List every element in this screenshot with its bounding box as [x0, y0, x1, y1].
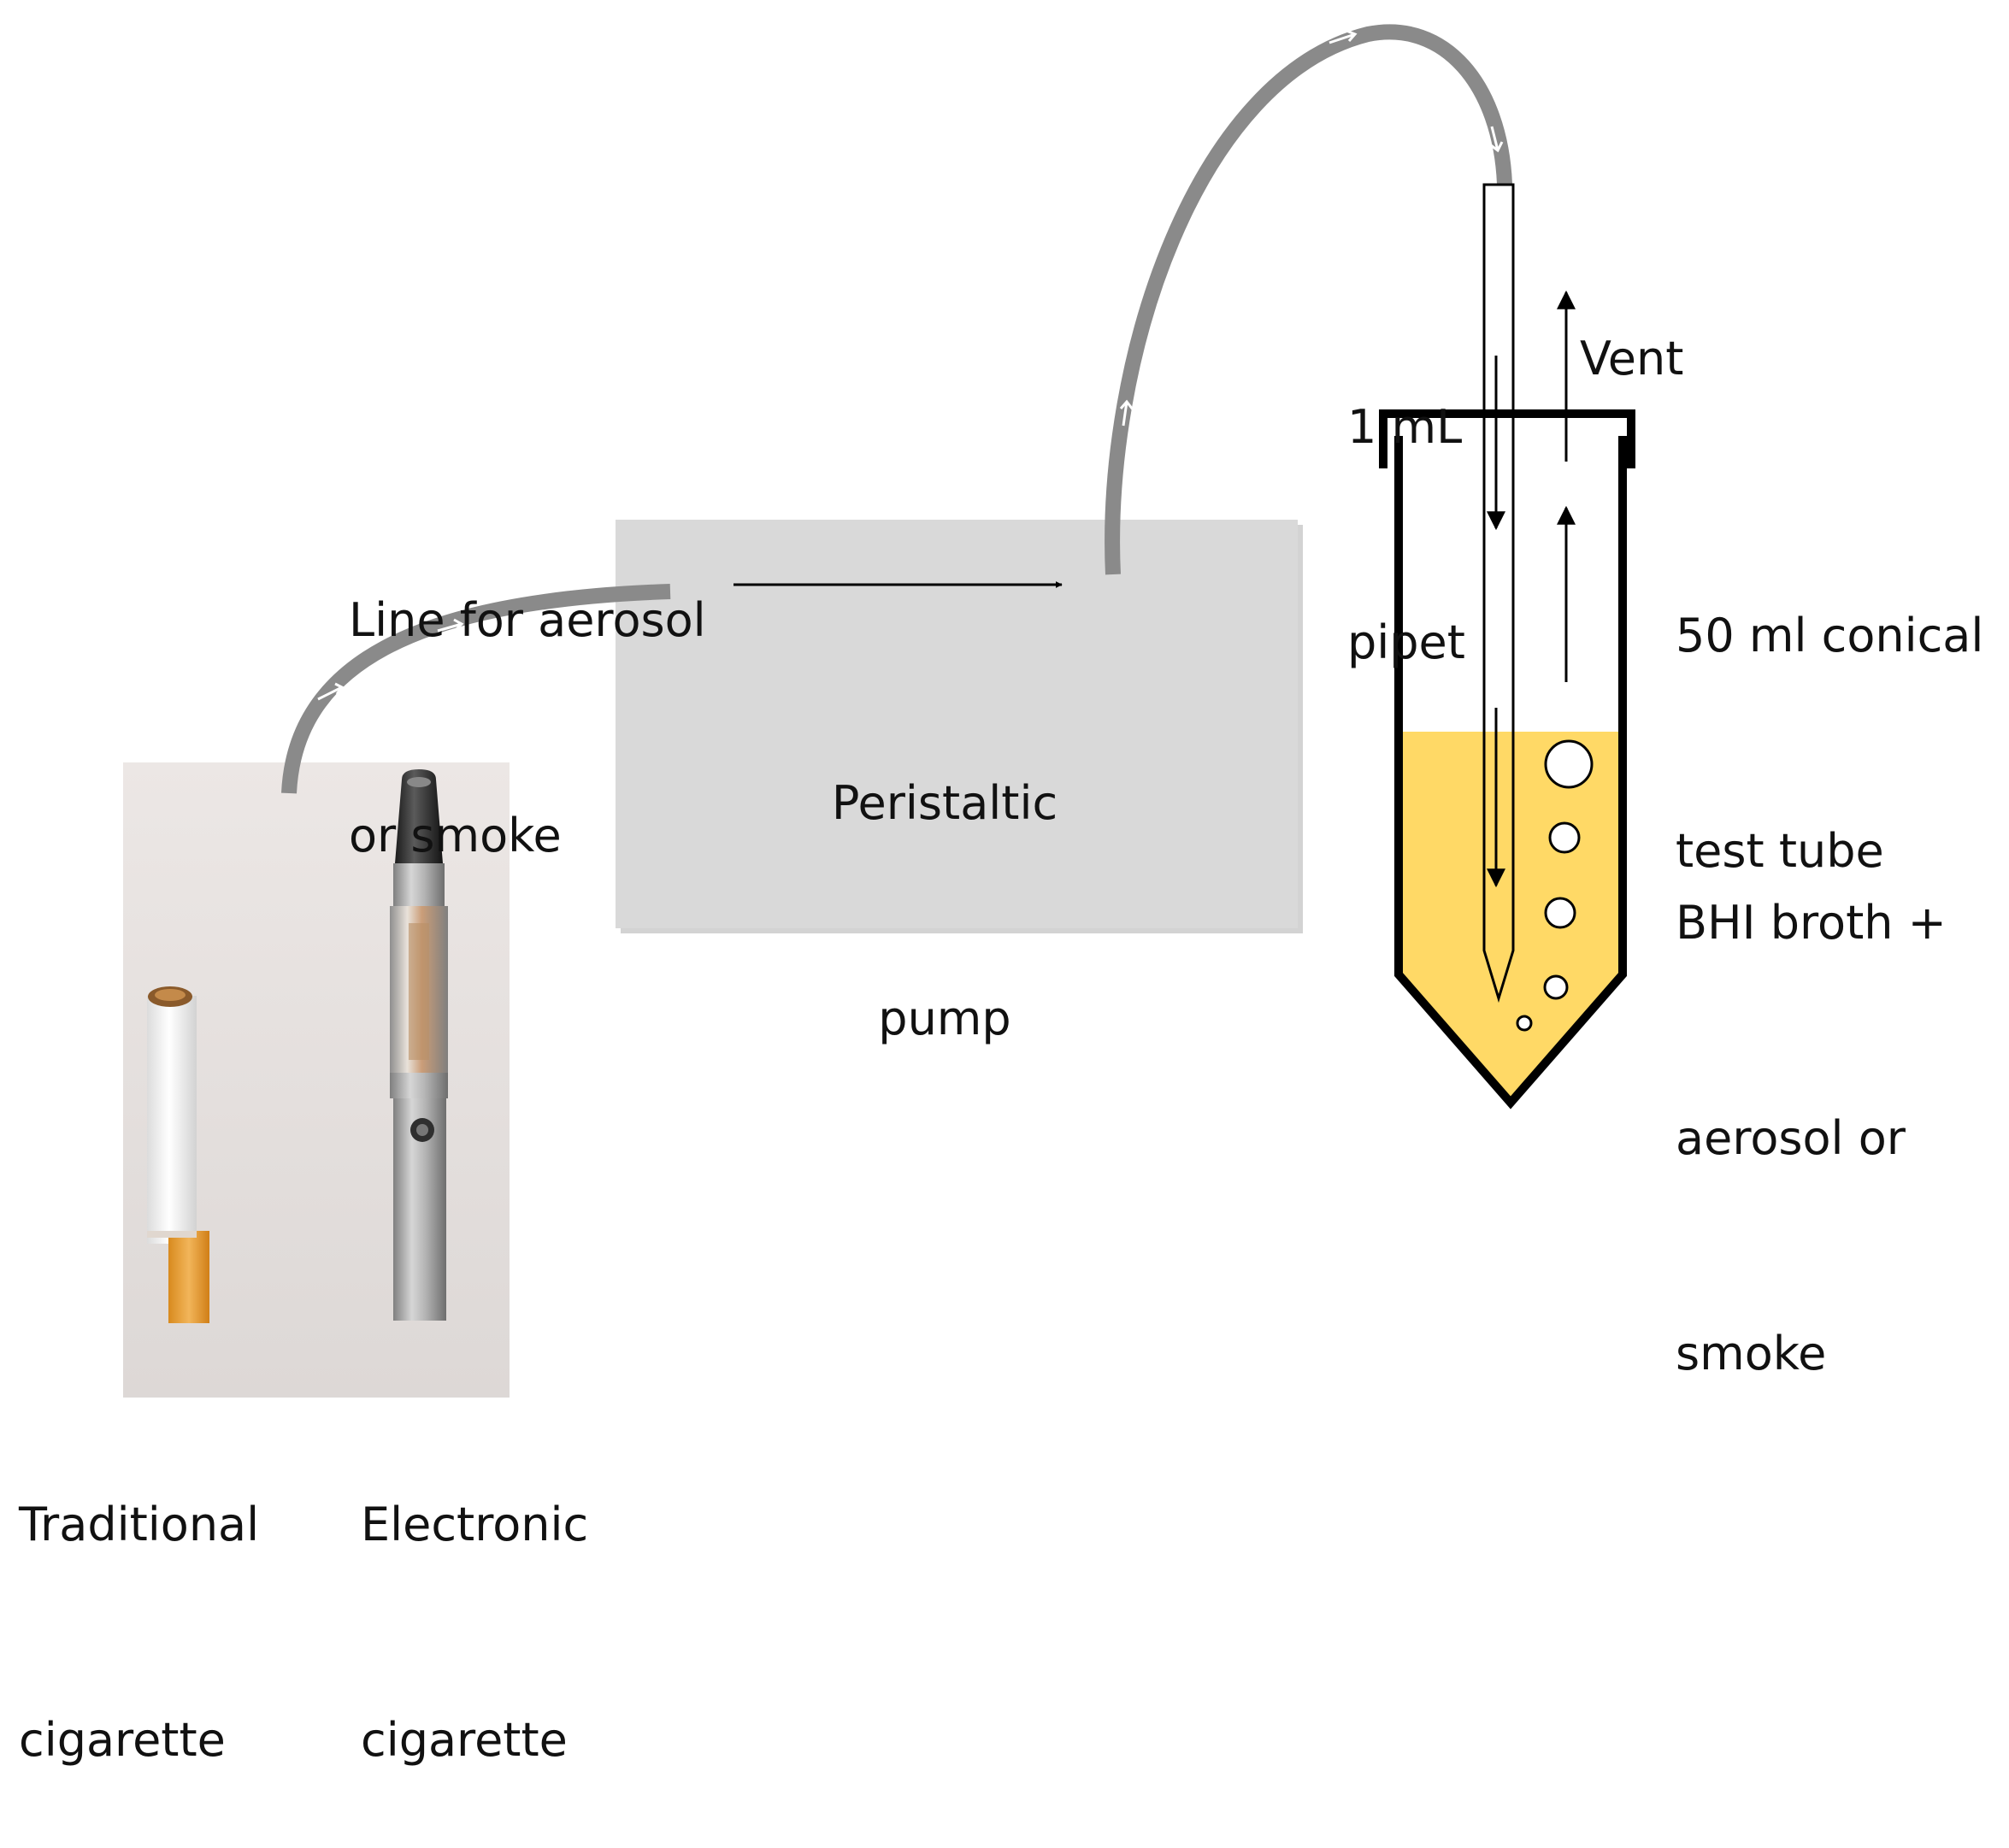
- traditional-cigarette-label: Traditional cigarette: [19, 1345, 259, 1848]
- pipet-label: 1 mL pipet: [1347, 248, 1465, 750]
- pipet-label-2: pipet: [1347, 615, 1465, 669]
- pump-label-1: Peristaltic: [831, 776, 1058, 830]
- tubing-to-pump: [281, 584, 671, 794]
- electronic-label-2: cigarette: [361, 1713, 568, 1767]
- tube-outline: [1394, 436, 1627, 1109]
- vent-label: Vent: [1580, 332, 1684, 385]
- pipet-label-1: 1 mL: [1347, 400, 1463, 454]
- tube-label-2: test tube: [1676, 824, 1884, 878]
- broth-label-1: BHI broth +: [1676, 896, 1947, 950]
- electronic-cigarette-image: [390, 769, 448, 1321]
- pump-label-2: pump: [878, 992, 1011, 1045]
- peristaltic-pump-box: [616, 520, 1303, 933]
- electronic-label-1: Electronic: [361, 1498, 589, 1551]
- conical-test-tube: [1379, 409, 1635, 1109]
- tube-label-1: 50 ml conical: [1676, 609, 1984, 662]
- traditional-label-1: Traditional: [19, 1498, 260, 1551]
- pipet: [1482, 183, 1515, 1003]
- traditional-cigarette-image: [147, 986, 209, 1323]
- line-label: Line for aerosol or smoke: [349, 441, 706, 944]
- broth-label-2: aerosol or: [1676, 1111, 1906, 1165]
- tubing-to-pipet: [1105, 24, 1512, 575]
- tube-cap: [1379, 409, 1635, 468]
- broth-label-3: smoke: [1676, 1327, 1827, 1380]
- line-label-2: or smoke: [349, 809, 562, 862]
- broth-label: BHI broth + aerosol or smoke: [1676, 744, 1947, 1462]
- line-label-1: Line for aerosol: [349, 593, 706, 647]
- gas-bubbles: [1516, 739, 1594, 1032]
- tubing-direction-arrows: [317, 29, 1504, 701]
- tube-label: 50 ml conical test tube: [1676, 456, 1983, 959]
- traditional-label-2: cigarette: [19, 1713, 226, 1767]
- electronic-cigarette-label: Electronic cigarette: [361, 1345, 588, 1848]
- cigarettes-photo: [123, 762, 510, 1398]
- bhi-broth-liquid: [1399, 732, 1623, 1103]
- pump-label: Peristaltic pump: [787, 624, 1103, 1127]
- experimental-setup-diagram: [123, 24, 1635, 1398]
